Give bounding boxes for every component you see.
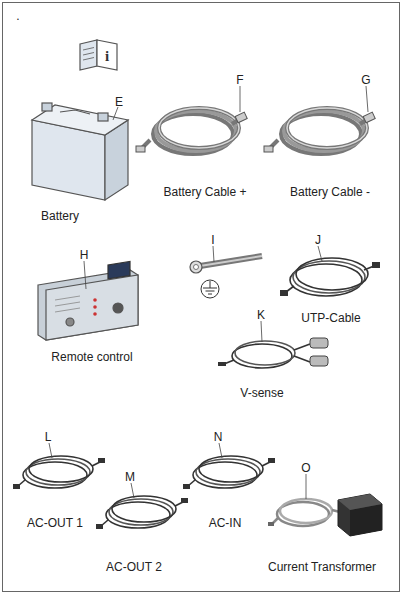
leader-line (49, 443, 52, 458)
callout-letter: I (211, 234, 214, 246)
ac-out-1-cable (13, 443, 105, 489)
callout-letter: L (45, 431, 52, 443)
part-name: Current Transformer (268, 561, 376, 573)
battery-cable-minus (264, 86, 375, 154)
battery (32, 103, 128, 200)
part-name: Battery Cable - (290, 186, 370, 198)
leader-line (213, 246, 214, 262)
info-book-icon (80, 40, 117, 70)
part-name: Battery Cable + (163, 186, 246, 198)
page-mark: . (16, 10, 19, 22)
leader-line (131, 483, 134, 498)
part-name: UTP-Cable (301, 312, 360, 324)
part-name: Remote control (51, 351, 132, 363)
callout-letter: E (115, 96, 123, 108)
callout-letter: J (315, 234, 321, 246)
remote-control (38, 261, 138, 340)
callout-letter: O (301, 462, 310, 474)
callout-letter: H (80, 249, 89, 261)
callout-letter: F (236, 74, 243, 86)
battery-cable-plus (136, 86, 247, 154)
v-sense-cable (218, 321, 328, 368)
callout-letter: M (125, 471, 135, 483)
info-icon-letter: i (105, 49, 109, 64)
part-name: AC-OUT 2 (106, 561, 162, 573)
leader-line (113, 107, 118, 120)
ground-symbol (201, 280, 219, 298)
ac-out-2-cable (96, 483, 188, 529)
leader-line (240, 86, 241, 112)
ground-cable (190, 246, 262, 273)
part-name: Battery (41, 210, 79, 222)
leader-line (261, 321, 262, 342)
part-name: V-sense (240, 387, 283, 399)
leader-line (366, 86, 368, 112)
part-name: AC-IN (209, 517, 242, 529)
callout-letter: G (361, 74, 370, 86)
leader-line (318, 246, 322, 261)
leader-line (306, 474, 307, 499)
frame (3, 3, 400, 592)
callout-letter: N (214, 431, 223, 443)
leader-line (84, 261, 86, 289)
callout-letter: K (257, 309, 265, 321)
ac-in-cable (183, 443, 275, 489)
leader-line (219, 443, 222, 458)
current-transformer (268, 474, 382, 536)
part-name: AC-OUT 1 (27, 517, 83, 529)
utp-cable (280, 246, 380, 296)
